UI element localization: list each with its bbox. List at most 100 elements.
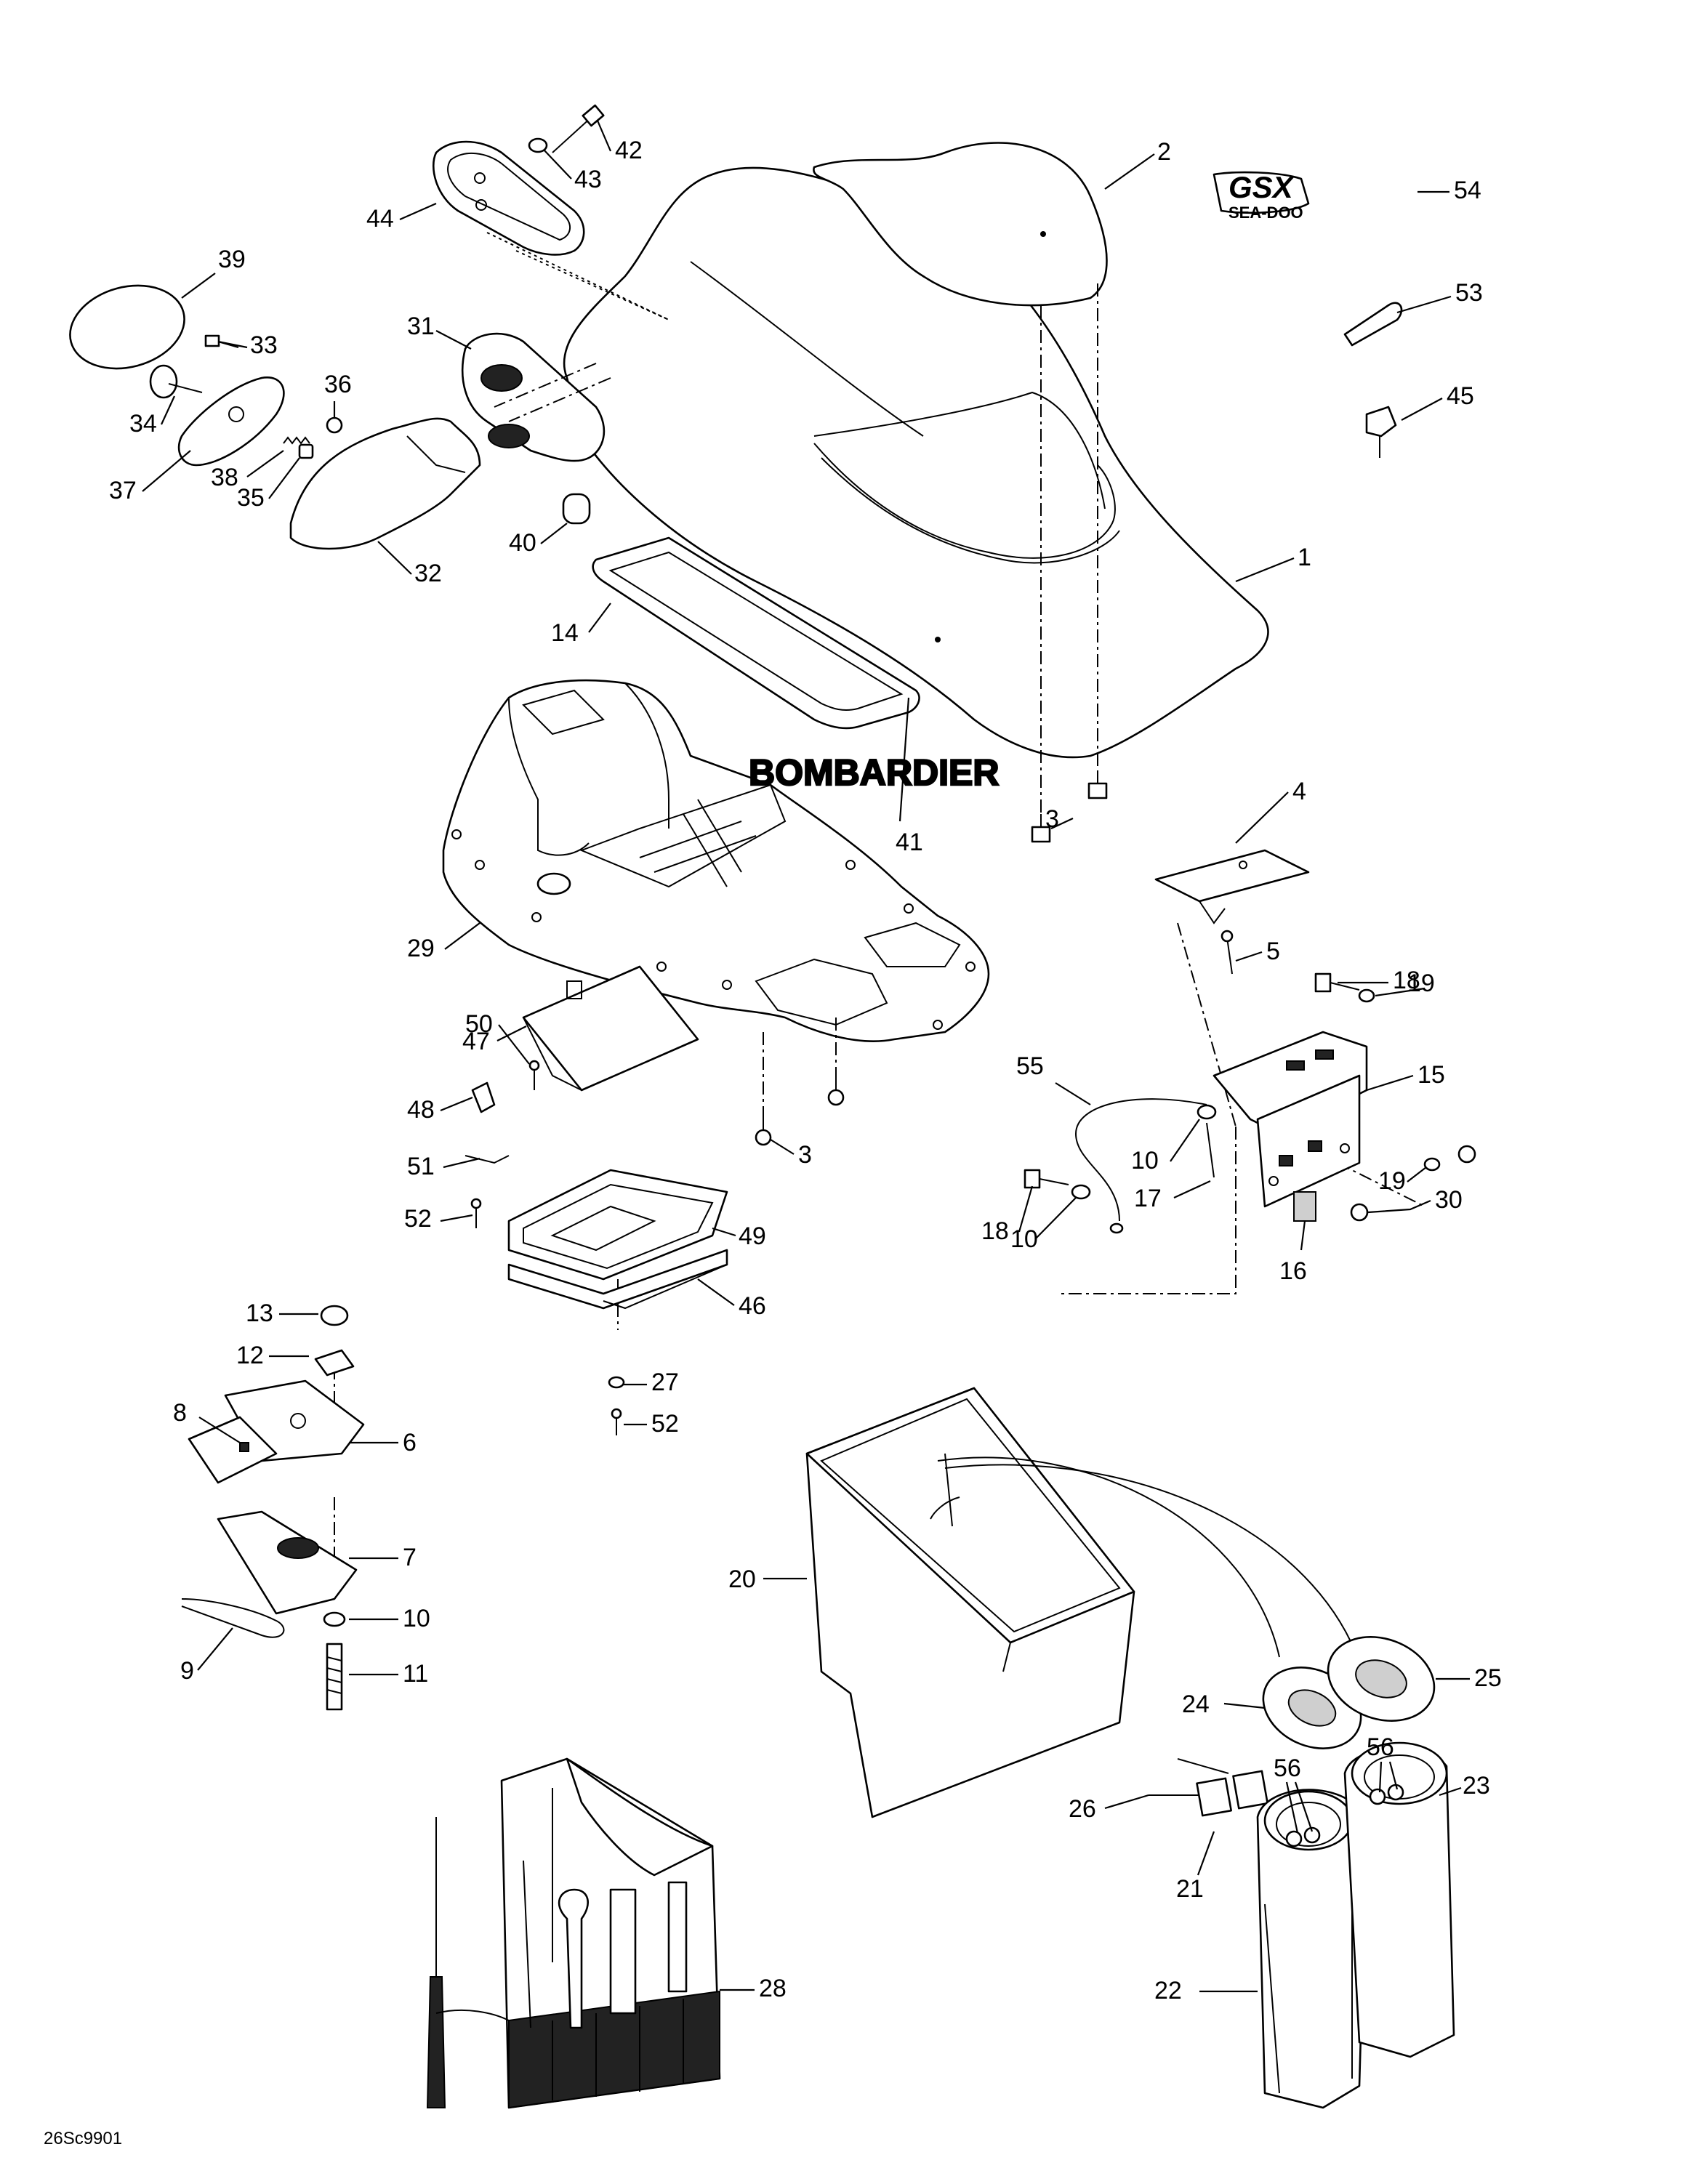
callout-leader [1300, 1220, 1306, 1251]
cable-tie-part-53 [1343, 302, 1403, 347]
callout-24: 24 [1182, 1691, 1266, 1718]
callout-11: 11 [349, 1660, 428, 1688]
callout-leader [142, 450, 191, 492]
callout-leader [1378, 1761, 1399, 1793]
callout-number: 17 [1134, 1185, 1162, 1212]
callout-number: 39 [218, 246, 246, 273]
callout-leader [1223, 1702, 1266, 1709]
callout-number: 53 [1455, 279, 1483, 307]
callout-leader [898, 697, 910, 822]
callout-number: 51 [407, 1153, 435, 1180]
callout-28: 28 [720, 1975, 787, 2002]
callout-number: 48 [407, 1096, 435, 1124]
callout-32: 32 [377, 541, 442, 587]
callout-number: 8 [173, 1399, 187, 1427]
bolt-part-18a [1314, 972, 1360, 993]
callout-leader [712, 1227, 736, 1237]
callout-7: 7 [349, 1544, 417, 1571]
spring-part-38 [283, 436, 310, 445]
callout-18: 18 [981, 1185, 1034, 1245]
nut-part-13 [320, 1305, 349, 1326]
seat-base-part [442, 679, 990, 1042]
callout-number: 56 [1274, 1754, 1301, 1782]
bumper-part-40 [562, 493, 591, 525]
clip-part-48 [471, 1081, 496, 1113]
callout-number: 15 [1417, 1061, 1445, 1089]
callout-number: 56 [1367, 1733, 1394, 1761]
callout-leader [1285, 1781, 1314, 1834]
callout-leader [770, 1139, 795, 1155]
callout-47: 47 [462, 1025, 527, 1055]
callout-leader [246, 450, 284, 478]
callout-number: 9 [180, 1657, 194, 1685]
callout-leader [496, 1025, 527, 1041]
callout-6: 6 [349, 1429, 417, 1456]
callout-31: 31 [407, 313, 472, 350]
callout-number: 46 [739, 1292, 766, 1320]
latch-part-8 [188, 1416, 278, 1484]
cap-part-25 [1327, 1636, 1436, 1722]
callout-8: 8 [173, 1399, 241, 1443]
callout-number: 20 [728, 1566, 756, 1593]
callout-38: 38 [211, 450, 284, 491]
nut-part-12 [314, 1349, 355, 1377]
callout-3: 3 [770, 1139, 812, 1169]
callout-number: 30 [1435, 1186, 1463, 1214]
callout-leader [444, 922, 480, 950]
callout-number: 12 [236, 1342, 264, 1369]
cable-part-9 [181, 1598, 285, 1638]
callout-43: 43 [543, 149, 602, 193]
rivet-part-26 [1149, 1758, 1229, 1796]
callout-leader [596, 120, 612, 152]
callout-leader [217, 340, 248, 349]
callout-number: 1 [1298, 544, 1311, 571]
trim-part-44 [433, 140, 585, 256]
callout-14: 14 [551, 603, 611, 647]
washer-part-19b [1423, 1157, 1441, 1172]
handle-part [461, 332, 606, 462]
callout-46: 46 [697, 1278, 766, 1320]
tab-part-16 [1293, 1191, 1316, 1222]
callout-number: 23 [1463, 1772, 1490, 1800]
callout-number: 24 [1182, 1691, 1210, 1718]
pin-part-17 [1206, 1122, 1215, 1178]
callout-leader [1235, 557, 1295, 583]
callout-number: 14 [551, 619, 579, 647]
callout-number: 21 [1176, 1875, 1204, 1903]
callout-52: 52 [404, 1205, 473, 1233]
callout-leader [1050, 818, 1074, 829]
handle-cover-part [289, 417, 481, 550]
callout-leader [543, 149, 572, 180]
callout-leader [440, 1096, 473, 1112]
callout-56: 56 [1274, 1754, 1314, 1834]
screw-part-3a [1031, 814, 1051, 843]
screw-part-52a [470, 1198, 482, 1228]
callout-25: 25 [1436, 1664, 1502, 1692]
callout-number: 33 [250, 331, 278, 359]
callout-number: 34 [129, 410, 157, 438]
callout-3: 3 [1045, 805, 1074, 833]
nut-part-35 [298, 443, 314, 459]
callout-layer: 1233456789101010111213141516171818191920… [109, 120, 1502, 2004]
callout-number: 22 [1154, 1977, 1182, 2004]
callout-leader [1055, 1082, 1091, 1105]
callout-leader [540, 523, 568, 544]
bin-part-20 [805, 1387, 1367, 1818]
callout-leader [181, 273, 216, 299]
callout-leader [1401, 398, 1443, 421]
callout-number: 37 [109, 477, 137, 504]
callout-leader [1396, 295, 1452, 314]
callout-23: 23 [1439, 1772, 1490, 1800]
callout-leader [1235, 791, 1289, 844]
callout-number: 49 [739, 1222, 766, 1250]
callout-number: 4 [1292, 778, 1306, 805]
callout-leader [1439, 1786, 1462, 1797]
callout-9: 9 [180, 1627, 233, 1685]
washer-part-19a [1358, 988, 1375, 1003]
callout-number: 2 [1157, 138, 1171, 166]
callout-leader [498, 1024, 530, 1065]
callout-10: 10 [349, 1605, 430, 1632]
callout-51: 51 [407, 1153, 480, 1180]
callout-leader [1366, 1074, 1414, 1092]
callout-20: 20 [728, 1566, 807, 1593]
